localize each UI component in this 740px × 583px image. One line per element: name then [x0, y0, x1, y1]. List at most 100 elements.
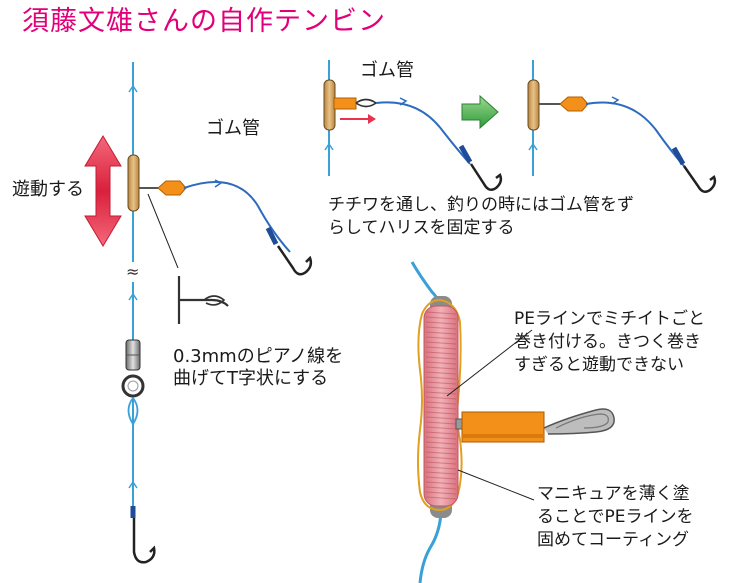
top-after-tube	[559, 96, 589, 112]
wrap-stripe	[425, 316, 457, 320]
wrap-stripe	[425, 471, 457, 475]
chichiwa-note-line2: らしてハリスを固定する	[328, 218, 515, 238]
top-after-hook	[682, 165, 717, 194]
line-arrow-mark	[324, 142, 334, 151]
harisu-line	[183, 181, 291, 253]
top-before-loop	[355, 98, 378, 108]
wrap-stripe	[425, 496, 457, 500]
pe-note-line3: すぎると遊動できない	[514, 355, 684, 375]
wrap-stripe	[425, 326, 457, 330]
wrap-stripe	[425, 476, 457, 480]
wrap-stripe	[425, 331, 457, 335]
pe-wrap-stripes	[425, 311, 457, 500]
line-arrow-mark	[128, 84, 138, 93]
top-before-harisu	[375, 101, 471, 165]
wrap-stripe	[425, 361, 457, 365]
coating-outline	[417, 298, 463, 512]
wrap-stripe	[425, 416, 457, 420]
wrap-stripe	[425, 381, 457, 385]
swivel-ring-inner	[127, 380, 139, 392]
top-after-rig	[527, 60, 717, 194]
diagram-title: 須藤文雄さんの自作テンビン	[22, 6, 386, 37]
wrap-stripe	[425, 346, 457, 350]
wrap-stripe	[425, 426, 457, 430]
top-before-cork	[323, 79, 336, 131]
transition-arrow	[461, 94, 499, 130]
top-after-hook-knot	[671, 146, 686, 166]
closeup-line-bottom	[418, 511, 443, 583]
closeup-loop-outer	[543, 408, 615, 435]
mani-note-line1: マニキュアを薄く塗	[537, 484, 690, 504]
wrap-stripe	[425, 461, 457, 465]
pe-wrap	[423, 305, 459, 507]
harisu-arrow-mark	[611, 96, 620, 105]
bottom-hook	[132, 518, 156, 564]
top-before-tube	[333, 97, 357, 110]
wrap-stripe	[425, 441, 457, 445]
piano-wire-line2: 曲げてT字状にする	[173, 368, 329, 389]
wrap-stripe	[425, 401, 457, 405]
closeup	[410, 261, 615, 583]
top-before-hook	[469, 163, 503, 192]
wrap-stripe	[425, 366, 457, 370]
swivel-ring	[121, 374, 145, 398]
wrap-stripe	[425, 391, 457, 395]
wrap-stripe	[425, 421, 457, 425]
wrap-stripe	[425, 446, 457, 450]
t-wire-inset	[177, 276, 229, 324]
line-omission-mark: ≈	[126, 262, 140, 281]
pe-note-line1: PEラインでミチイトごと	[514, 309, 705, 329]
wrap-stripe	[425, 481, 457, 485]
mani-note-line3: 固めてコーティング	[537, 530, 689, 550]
wrap-stripe	[425, 341, 457, 345]
wrap-stripe	[425, 431, 457, 435]
cork-body	[127, 154, 140, 212]
wrap-stripe	[425, 436, 457, 440]
main-rig	[84, 62, 313, 564]
yudo-label: 遊動する	[12, 179, 84, 200]
top-before-rig	[323, 60, 503, 192]
hook	[276, 245, 313, 276]
line-arrow-mark	[128, 480, 138, 489]
yudo-double-arrow	[84, 135, 122, 247]
line-arrow-mark	[528, 142, 538, 151]
wrap-stripe	[425, 491, 457, 495]
wrap-stripe	[425, 356, 457, 360]
wrap-stripe	[425, 376, 457, 380]
top-before-hook-knot	[458, 144, 473, 164]
pe-note-line2: 巻き付ける。きつく巻き	[514, 332, 701, 352]
wrap-stripe	[425, 396, 457, 400]
wrap-stripe	[425, 466, 457, 470]
harisu-arrow-mark	[399, 97, 408, 106]
wrap-stripe	[425, 406, 457, 410]
piano-wire-line1: 0.3mmのピアノ線を	[173, 346, 344, 367]
top-after-harisu	[585, 101, 685, 167]
hook-knot	[265, 226, 279, 246]
wrap-stripe	[425, 486, 457, 490]
wrap-stripe	[425, 321, 457, 325]
closeup-loop-inner	[555, 413, 609, 429]
line-arrow-mark	[128, 292, 138, 301]
gomukan-top-label: ゴム管	[360, 60, 414, 81]
wrap-stripe	[425, 456, 457, 460]
wrap-stripe	[425, 311, 457, 315]
leader-loop	[127, 397, 139, 426]
slide-arrow	[340, 114, 376, 124]
rubber-tube	[157, 180, 187, 196]
gomukan-main-label: ゴム管	[206, 118, 260, 139]
wrap-stripe	[425, 451, 457, 455]
pointer-line	[147, 193, 179, 269]
pe-pointer	[446, 329, 533, 397]
wrap-stripe	[425, 336, 457, 340]
wrap-stripe	[425, 371, 457, 375]
wrap-stripe	[425, 351, 457, 355]
wrap-stripe	[425, 411, 457, 415]
wrap-stripe	[425, 386, 457, 390]
mani-pointer	[457, 469, 535, 501]
chichiwa-note-line1: チチワを通し、釣りの時にはゴム管をず	[328, 195, 634, 215]
top-after-cork	[527, 79, 540, 131]
harisu-arrow-mark	[214, 179, 223, 188]
mani-note-line2: ることでPEラインを	[537, 507, 694, 527]
